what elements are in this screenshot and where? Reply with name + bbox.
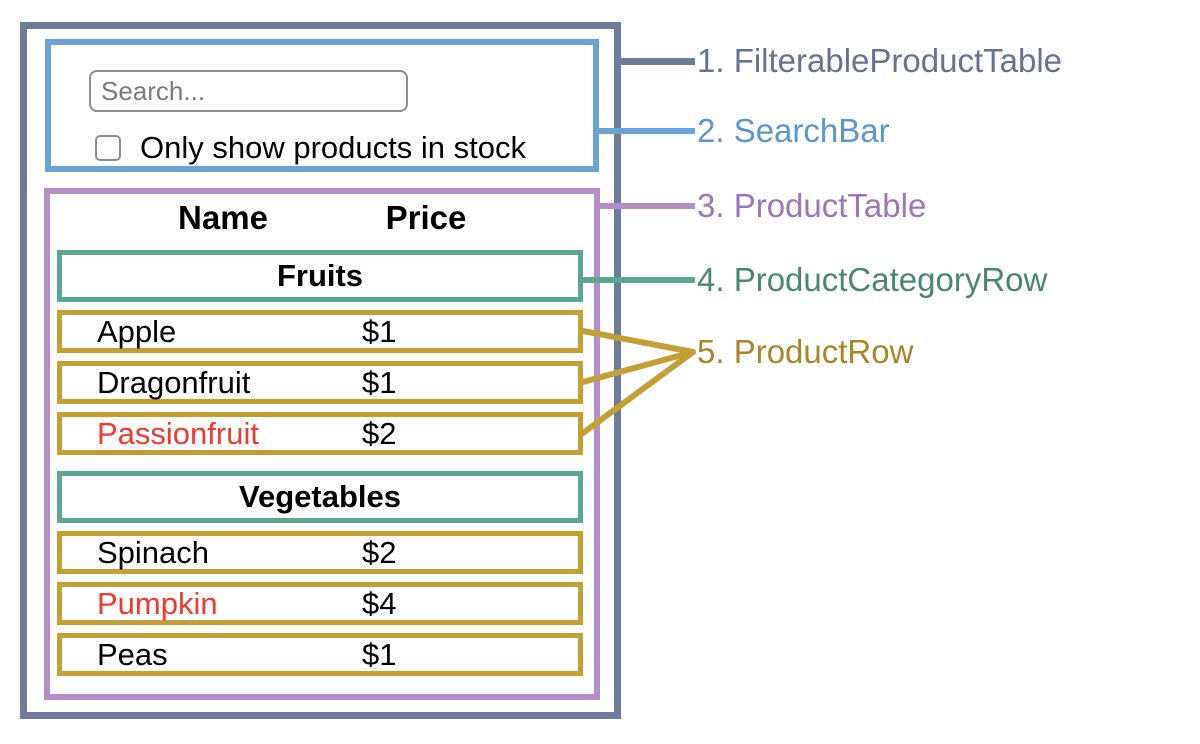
product-name-out-of-stock: Passionfruit bbox=[97, 415, 259, 451]
connector-arrow-product-rows bbox=[580, 328, 696, 436]
search-input[interactable] bbox=[89, 70, 408, 112]
legend-label-product-category-row: 4. ProductCategoryRow bbox=[697, 261, 1048, 298]
connector-line-product-table bbox=[594, 203, 695, 209]
product-price: $2 bbox=[362, 534, 397, 570]
connector-line-filterable-product-table bbox=[614, 58, 695, 65]
connector-line-search-bar bbox=[593, 128, 695, 134]
category-label: Vegetables bbox=[239, 479, 401, 514]
legend-label-filterable-product-table: 1. FilterableProductTable bbox=[697, 42, 1063, 79]
category-row-vegetables: Vegetables bbox=[57, 471, 583, 523]
product-row-peas: Peas $1 bbox=[57, 633, 583, 676]
product-price: $1 bbox=[362, 313, 397, 349]
product-name: Dragonfruit bbox=[97, 364, 251, 400]
product-price: $1 bbox=[362, 636, 397, 672]
legend-label-search-bar: 2. SearchBar bbox=[697, 112, 890, 149]
legend-label-product-table: 3. ProductTable bbox=[697, 187, 927, 224]
price-column-header: Price bbox=[385, 199, 467, 236]
product-name: Apple bbox=[97, 313, 177, 349]
legend-label-product-row: 5. ProductRow bbox=[697, 333, 914, 370]
product-row-spinach: Spinach $2 bbox=[57, 531, 583, 574]
product-price: $1 bbox=[362, 364, 397, 400]
name-column-header: Name bbox=[178, 199, 268, 236]
filterable-product-table-box: Only show products in stock Name Price F… bbox=[20, 22, 621, 719]
in-stock-checkbox-label: Only show products in stock bbox=[140, 130, 526, 165]
in-stock-filter-row: Only show products in stock bbox=[95, 130, 526, 166]
product-name: Peas bbox=[97, 636, 168, 672]
category-row-fruits: Fruits bbox=[57, 250, 583, 302]
product-row-passionfruit: Passionfruit $2 bbox=[57, 412, 583, 455]
product-row-dragonfruit: Dragonfruit $1 bbox=[57, 361, 583, 404]
category-label: Fruits bbox=[276, 258, 364, 293]
product-name: Spinach bbox=[97, 534, 210, 570]
product-row-apple: Apple $1 bbox=[57, 310, 583, 353]
connector-line-product-category-row bbox=[578, 277, 695, 283]
product-table-box: Name Price Fruits Apple $1 Dragonfruit $… bbox=[44, 188, 600, 700]
search-bar-box: Only show products in stock bbox=[45, 39, 599, 172]
in-stock-checkbox[interactable] bbox=[95, 135, 121, 161]
product-price: $2 bbox=[362, 415, 397, 451]
product-name-out-of-stock: Pumpkin bbox=[97, 585, 218, 621]
product-price: $4 bbox=[362, 585, 397, 621]
product-row-pumpkin: Pumpkin $4 bbox=[57, 582, 583, 625]
